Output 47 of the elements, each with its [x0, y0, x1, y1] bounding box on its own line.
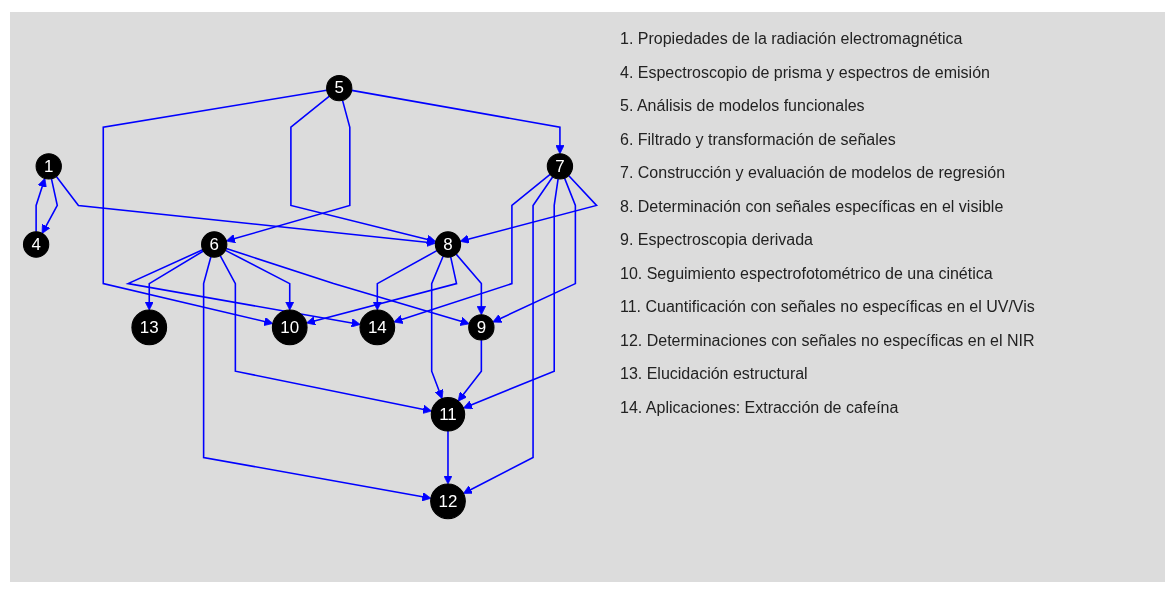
- arrow: [35, 177, 47, 233]
- arrow: [224, 249, 295, 311]
- arrow: [55, 175, 436, 247]
- topic-note: 5. Análisis de modelos funcionales: [620, 97, 866, 115]
- topic-note: 6. Filtrado y transformación de señales: [620, 130, 897, 149]
- node-circle: 5: [326, 74, 353, 102]
- arrow: [457, 339, 483, 402]
- topic-note: 8. Determinación con señales específicas en el visible: [620, 197, 1005, 216]
- node-circle: 13: [131, 309, 168, 346]
- topic-note: 13. Elucidación estructural: [620, 365, 809, 383]
- arrow: [393, 173, 551, 324]
- node-circle: 10: [271, 309, 308, 346]
- arrow: [290, 95, 437, 244]
- topic-note: 4. Espectroscopio de prisma y espectros de emisión: [620, 63, 991, 82]
- topic-note: 14. Aplicaciones: Extracción de cafeína: [620, 398, 900, 417]
- node-circle: 7: [546, 153, 574, 180]
- topic-note: 9. Espectroscopia derivada: [620, 231, 814, 249]
- node-circle: 14: [359, 309, 396, 346]
- node-circle: 8: [434, 231, 462, 258]
- arrow: [202, 255, 432, 502]
- arrow: [144, 250, 205, 311]
- topic-note: 12. Determinaciones con señales no específicas en el NIR: [620, 331, 1035, 350]
- node-circle: 4: [22, 231, 50, 258]
- arrow: [455, 253, 486, 316]
- topic-note: 1. Propiedades de la radiación electromagnética: [620, 30, 964, 48]
- arrow: [372, 249, 438, 311]
- node-circle: 11: [430, 397, 466, 432]
- topic-note: 7. Construcción y evaluación de modelos de regresión: [620, 164, 1007, 182]
- arrow: [225, 247, 470, 326]
- node-circle: 1: [35, 153, 62, 180]
- arrow: [306, 256, 458, 326]
- arrow: [219, 254, 432, 414]
- arrow: [430, 255, 444, 400]
- topic-note: 10. Seguimiento espectrofotométrico de una cinética: [620, 264, 994, 283]
- arrow: [443, 430, 453, 485]
- arrow: [102, 89, 328, 326]
- node-circle: 12: [430, 483, 466, 520]
- arrow: [459, 174, 599, 244]
- arrow: [41, 177, 59, 234]
- topic-note: 11. Cuantificación con señales no específicas en el UV/Vis: [620, 298, 1035, 316]
- arrow: [463, 175, 554, 494]
- arrow: [492, 177, 577, 323]
- arrow: [125, 248, 361, 328]
- node-circle: 9: [468, 314, 495, 341]
- node-circle: 6: [201, 231, 228, 258]
- arrow: [225, 99, 351, 244]
- arrow: [463, 178, 559, 410]
